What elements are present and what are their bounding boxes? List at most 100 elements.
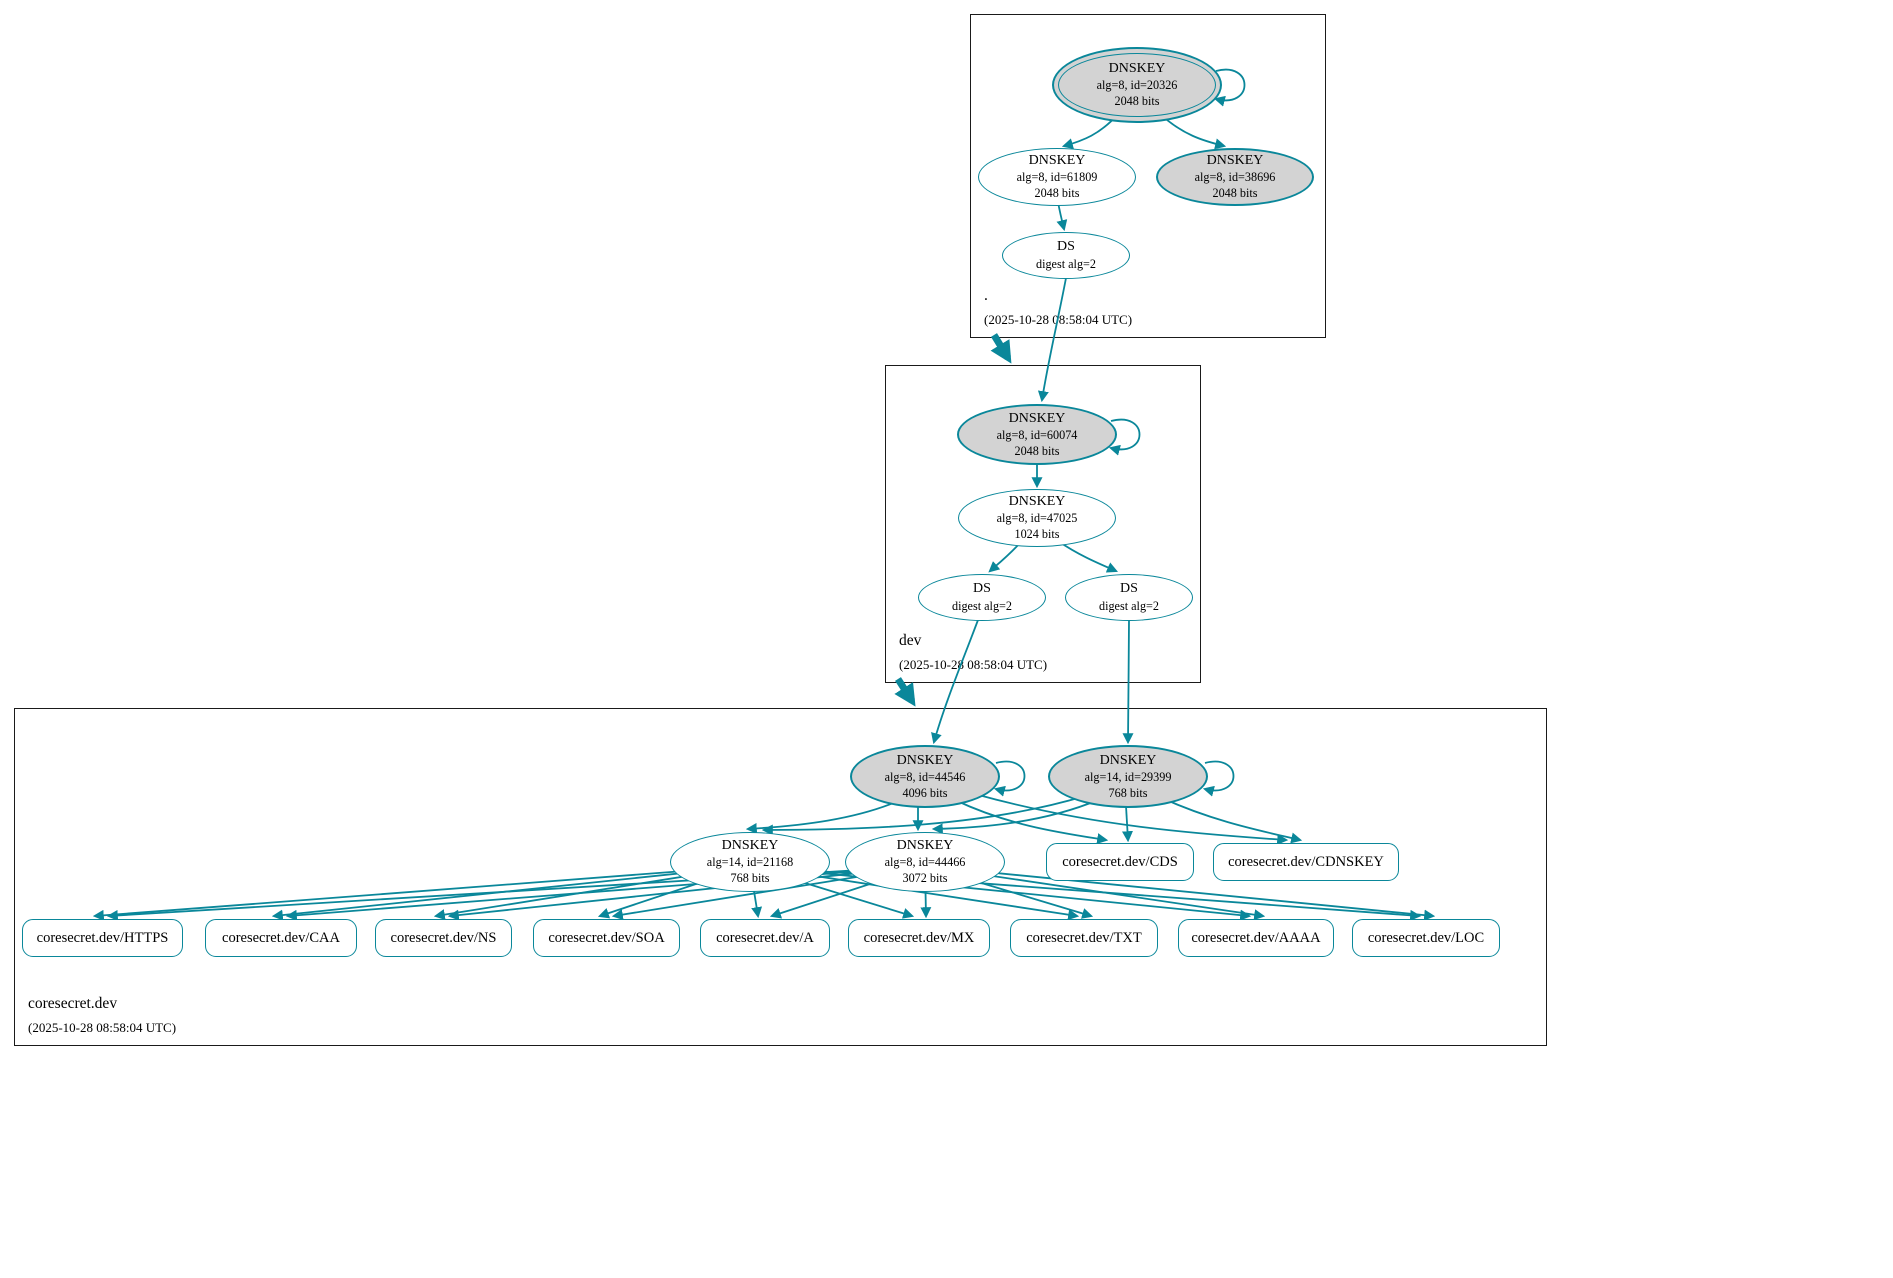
node-size: 2048 bits	[1014, 443, 1060, 458]
node-meta: alg=8, id=61809	[1016, 170, 1098, 185]
zone-box-dev: dev (2025-10-28 08:58:04 UTC)	[885, 365, 1201, 683]
rrset-https: coresecret.dev/HTTPS	[22, 919, 183, 957]
edge-delegation-root-to-dev	[990, 333, 1012, 364]
edge-zsk1-to-caa	[271, 865, 751, 921]
edge-selfsign-dev-ksk	[1108, 418, 1141, 456]
dnskey-root-ksk-20326: DNSKEY alg=8, id=20326 2048 bits	[1052, 47, 1222, 123]
node-size: 1024 bits	[1014, 527, 1060, 542]
node-type: DNSKEY	[1028, 153, 1086, 169]
node-size: 2048 bits	[1212, 186, 1258, 201]
node-size: 2048 bits	[1034, 186, 1080, 201]
rrset-a: coresecret.dev/A	[700, 919, 830, 957]
rrset-label: coresecret.dev/CAA	[222, 929, 340, 946]
ds-dev-1: DS digest alg=2	[918, 574, 1046, 621]
edge-selfsign-coresecret-ksk1	[993, 760, 1026, 797]
edge-dev-ds1-to-coresecret-ksk1	[931, 619, 979, 745]
dnskey-coresecret-ksk-29399: DNSKEY alg=14, id=29399 768 bits	[1048, 745, 1208, 808]
node-meta: alg=8, id=44546	[884, 769, 966, 784]
edge-root-ds-to-dev-ksk	[1037, 277, 1067, 403]
ds-dev-2: DS digest alg=2	[1065, 574, 1193, 621]
edge-zsk1-to-aaaa	[749, 865, 1252, 921]
node-size: 4096 bits	[902, 785, 948, 800]
node-size: 768 bits	[730, 871, 770, 886]
dnskey-root-zsk-61809: DNSKEY alg=8, id=61809 2048 bits	[978, 148, 1136, 206]
edge-ksk2-to-cds	[1121, 805, 1133, 843]
node-meta: digest alg=2	[1035, 256, 1096, 271]
edge-dev-zsk-to-ds1	[988, 542, 1021, 573]
node-size: 768 bits	[1108, 785, 1148, 800]
edge-ksk2-to-zsk2	[931, 799, 1099, 835]
rrset-soa: coresecret.dev/SOA	[533, 919, 680, 957]
node-meta: alg=8, id=47025	[996, 511, 1078, 526]
rrset-cds: coresecret.dev/CDS	[1046, 843, 1194, 881]
zone-name-dev: dev	[899, 631, 922, 649]
edge-selfsign-coresecret-ksk2	[1202, 760, 1235, 797]
rrset-label: coresecret.dev/A	[716, 929, 814, 946]
node-type: DNSKEY	[1008, 410, 1066, 426]
rrset-mx: coresecret.dev/MX	[848, 919, 990, 957]
rrset-label: coresecret.dev/SOA	[548, 929, 665, 946]
node-type: DS	[1057, 239, 1075, 255]
zone-timestamp-dev: (2025-10-28 08:58:04 UTC)	[899, 657, 1048, 673]
rrset-label: coresecret.dev/CDS	[1062, 853, 1178, 870]
node-type: DS	[973, 581, 991, 597]
edge-selfsign-root-ksk	[1213, 68, 1246, 107]
zone-label-dev: dev (2025-10-28 08:58:04 UTC)	[899, 632, 1047, 673]
edge-delegation-dev-to-coresecret	[894, 677, 916, 707]
node-type: DNSKEY	[1008, 494, 1066, 510]
node-type: DS	[1120, 581, 1138, 597]
edge-dev-ds2-to-coresecret-ksk2	[1122, 619, 1134, 745]
edge-ksk1-to-cdnskey	[974, 793, 1289, 845]
node-meta: alg=14, id=21168	[706, 855, 794, 870]
node-type: DNSKEY	[1108, 61, 1166, 77]
rrset-label: coresecret.dev/AAAA	[1191, 929, 1321, 946]
rrset-txt: coresecret.dev/TXT	[1010, 919, 1158, 957]
node-meta: alg=8, id=60074	[996, 427, 1078, 442]
node-meta: alg=8, id=44466	[884, 855, 966, 870]
rrset-ns: coresecret.dev/NS	[375, 919, 512, 957]
node-meta: digest alg=2	[1098, 598, 1159, 613]
node-meta: digest alg=2	[951, 598, 1012, 613]
rrset-label: coresecret.dev/TXT	[1026, 929, 1142, 946]
dnskey-coresecret-zsk-21168: DNSKEY alg=14, id=21168 768 bits	[670, 832, 830, 892]
edge-ksk2-to-cdnskey	[1161, 797, 1303, 844]
dnskey-coresecret-ksk-44546: DNSKEY alg=8, id=44546 4096 bits	[850, 745, 1000, 808]
zone-label-coresecret: coresecret.dev (2025-10-28 08:58:04 UTC)	[28, 995, 176, 1036]
rrset-loc: coresecret.dev/LOC	[1352, 919, 1500, 957]
edge-dev-zsk-to-ds2	[1057, 540, 1119, 573]
rrset-label: coresecret.dev/MX	[863, 929, 975, 946]
edge-root-zsk-to-ds	[1056, 201, 1068, 232]
dnskey-root-38696: DNSKEY alg=8, id=38696 2048 bits	[1156, 148, 1314, 206]
zone-timestamp-coresecret: (2025-10-28 08:58:04 UTC)	[28, 1020, 177, 1036]
node-type: DNSKEY	[1099, 752, 1157, 768]
zone-name-root: .	[984, 286, 988, 304]
rrset-caa: coresecret.dev/CAA	[205, 919, 357, 957]
node-type: DNSKEY	[896, 752, 954, 768]
rrset-aaaa: coresecret.dev/AAAA	[1178, 919, 1334, 957]
node-type: DNSKEY	[1206, 153, 1264, 169]
edge-zsk2-to-ns	[447, 865, 926, 921]
edge-ksk1-to-cds	[954, 799, 1109, 845]
node-size: 3072 bits	[902, 871, 948, 886]
node-type: DNSKEY	[721, 838, 779, 854]
node-type: DNSKEY	[896, 838, 954, 854]
zone-name-coresecret: coresecret.dev	[28, 994, 118, 1012]
node-meta: alg=14, id=29399	[1084, 769, 1172, 784]
ds-root: DS digest alg=2	[1002, 232, 1130, 279]
node-meta: alg=8, id=38696	[1194, 170, 1276, 185]
dnskey-coresecret-zsk-44466: DNSKEY alg=8, id=44466 3072 bits	[845, 832, 1005, 892]
edge-ksk2-to-zsk1	[761, 795, 1086, 836]
node-meta: alg=8, id=20326	[1096, 78, 1178, 93]
edge-zsk2-to-loc	[924, 865, 1436, 921]
dnskey-dev-zsk-47025: DNSKEY alg=8, id=47025 1024 bits	[958, 489, 1116, 547]
rrset-label: coresecret.dev/CDNSKEY	[1228, 853, 1384, 870]
rrset-cdnskey: coresecret.dev/CDNSKEY	[1213, 843, 1399, 881]
dnskey-dev-ksk-60074: DNSKEY alg=8, id=60074 2048 bits	[957, 404, 1117, 465]
zone-box-coresecret: coresecret.dev (2025-10-28 08:58:04 UTC)	[14, 708, 1547, 1046]
edge-ksk1-to-zsk1	[745, 797, 906, 834]
rrset-label: coresecret.dev/NS	[390, 929, 497, 946]
node-size: 2048 bits	[1114, 94, 1160, 109]
edge-zsk1-to-https	[92, 865, 751, 921]
